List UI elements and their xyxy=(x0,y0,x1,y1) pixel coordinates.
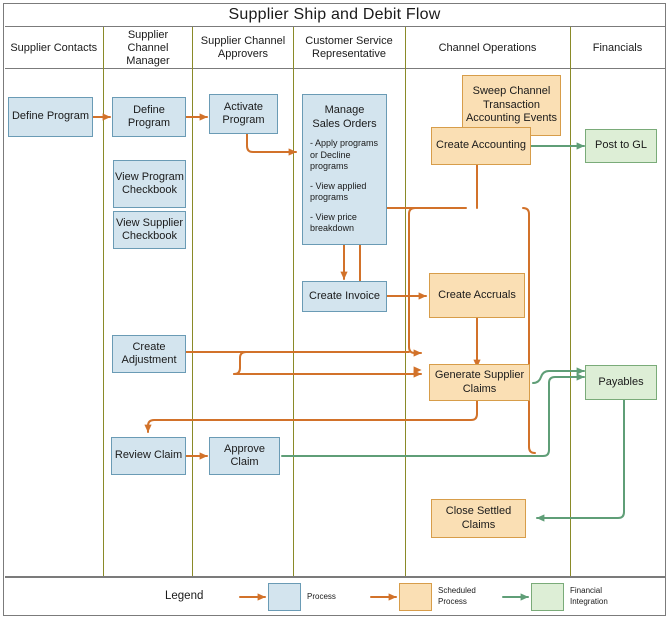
lane-divider-4 xyxy=(405,69,406,576)
lane-header-divider-1 xyxy=(103,27,104,69)
lane-header-row: Supplier Contacts Supplier Channel Manag… xyxy=(4,27,665,69)
node-post-to-gl[interactable]: Post to GL xyxy=(585,129,657,163)
lane-divider-5 xyxy=(570,69,571,576)
lane-header-channel-operations: Channel Operations xyxy=(438,41,537,54)
manage-sales-orders-title: Manage Sales Orders xyxy=(312,104,377,130)
lane-header-divider-2 xyxy=(192,27,193,69)
node-close-settled-claims[interactable]: Close Settled Claims xyxy=(431,499,526,538)
legend-title: Legend xyxy=(165,590,204,602)
node-sweep-channel-transaction-accounting-events[interactable]: Sweep Channel Transaction Accounting Eve… xyxy=(462,75,561,136)
lane-header-divider-3 xyxy=(293,27,294,69)
legend-swatch-process xyxy=(268,583,301,611)
node-view-supplier-checkbook[interactable]: View Supplier Checkbook xyxy=(113,211,186,249)
legend-divider xyxy=(4,576,665,578)
page-title: Supplier Ship and Debit Flow xyxy=(228,6,441,23)
node-create-invoice[interactable]: Create Invoice xyxy=(302,281,387,312)
lane-divider-2 xyxy=(192,69,193,576)
node-payables[interactable]: Payables xyxy=(585,365,657,400)
legend-label-scheduled-process: Scheduled Process xyxy=(438,586,476,606)
node-activate-program[interactable]: Activate Program xyxy=(209,94,278,134)
lane-header-supplier-contacts: Supplier Contacts xyxy=(10,41,98,54)
node-review-claim[interactable]: Review Claim xyxy=(111,437,186,475)
node-create-accruals[interactable]: Create Accruals xyxy=(429,273,525,318)
legend-label-process: Process xyxy=(307,592,336,601)
legend-swatch-financial-integration xyxy=(531,583,564,611)
lane-header-supplier-channel-manager: Supplier Channel Manager xyxy=(126,28,170,67)
node-approve-claim[interactable]: Approve Claim xyxy=(209,437,280,475)
manage-sales-orders-item-3: - View price breakdown xyxy=(310,211,357,234)
node-create-adjustment[interactable]: Create Adjustment xyxy=(112,335,186,373)
lane-header-supplier-channel-approvers: Supplier Channel Approvers xyxy=(200,35,286,60)
diagram-title-bar: Supplier Ship and Debit Flow xyxy=(4,5,665,27)
lane-header-divider-4 xyxy=(405,27,406,69)
lane-header-divider-5 xyxy=(570,27,571,69)
legend-swatch-scheduled-process xyxy=(399,583,432,611)
manage-sales-orders-item-1: - Apply programs or Decline programs xyxy=(310,138,379,171)
node-manage-sales-orders[interactable]: Manage Sales Orders - Apply programs or … xyxy=(302,94,387,245)
legend-label-financial-integration: Financial Integration xyxy=(570,586,608,606)
node-generate-supplier-claims[interactable]: Generate Supplier Claims xyxy=(429,364,530,401)
node-define-program-contacts[interactable]: Define Program xyxy=(8,97,93,137)
node-create-accounting[interactable]: Create Accounting xyxy=(431,127,531,165)
lane-header-customer-service-representative: Customer Service Representative xyxy=(305,35,393,60)
lane-header-financials: Financials xyxy=(592,41,643,54)
lane-divider-1 xyxy=(103,69,104,576)
node-define-program-manager[interactable]: Define Program xyxy=(112,97,186,137)
node-view-program-checkbook[interactable]: View Program Checkbook xyxy=(113,160,186,208)
lane-divider-3 xyxy=(293,69,294,576)
manage-sales-orders-item-2: - View applied programs xyxy=(310,180,367,203)
